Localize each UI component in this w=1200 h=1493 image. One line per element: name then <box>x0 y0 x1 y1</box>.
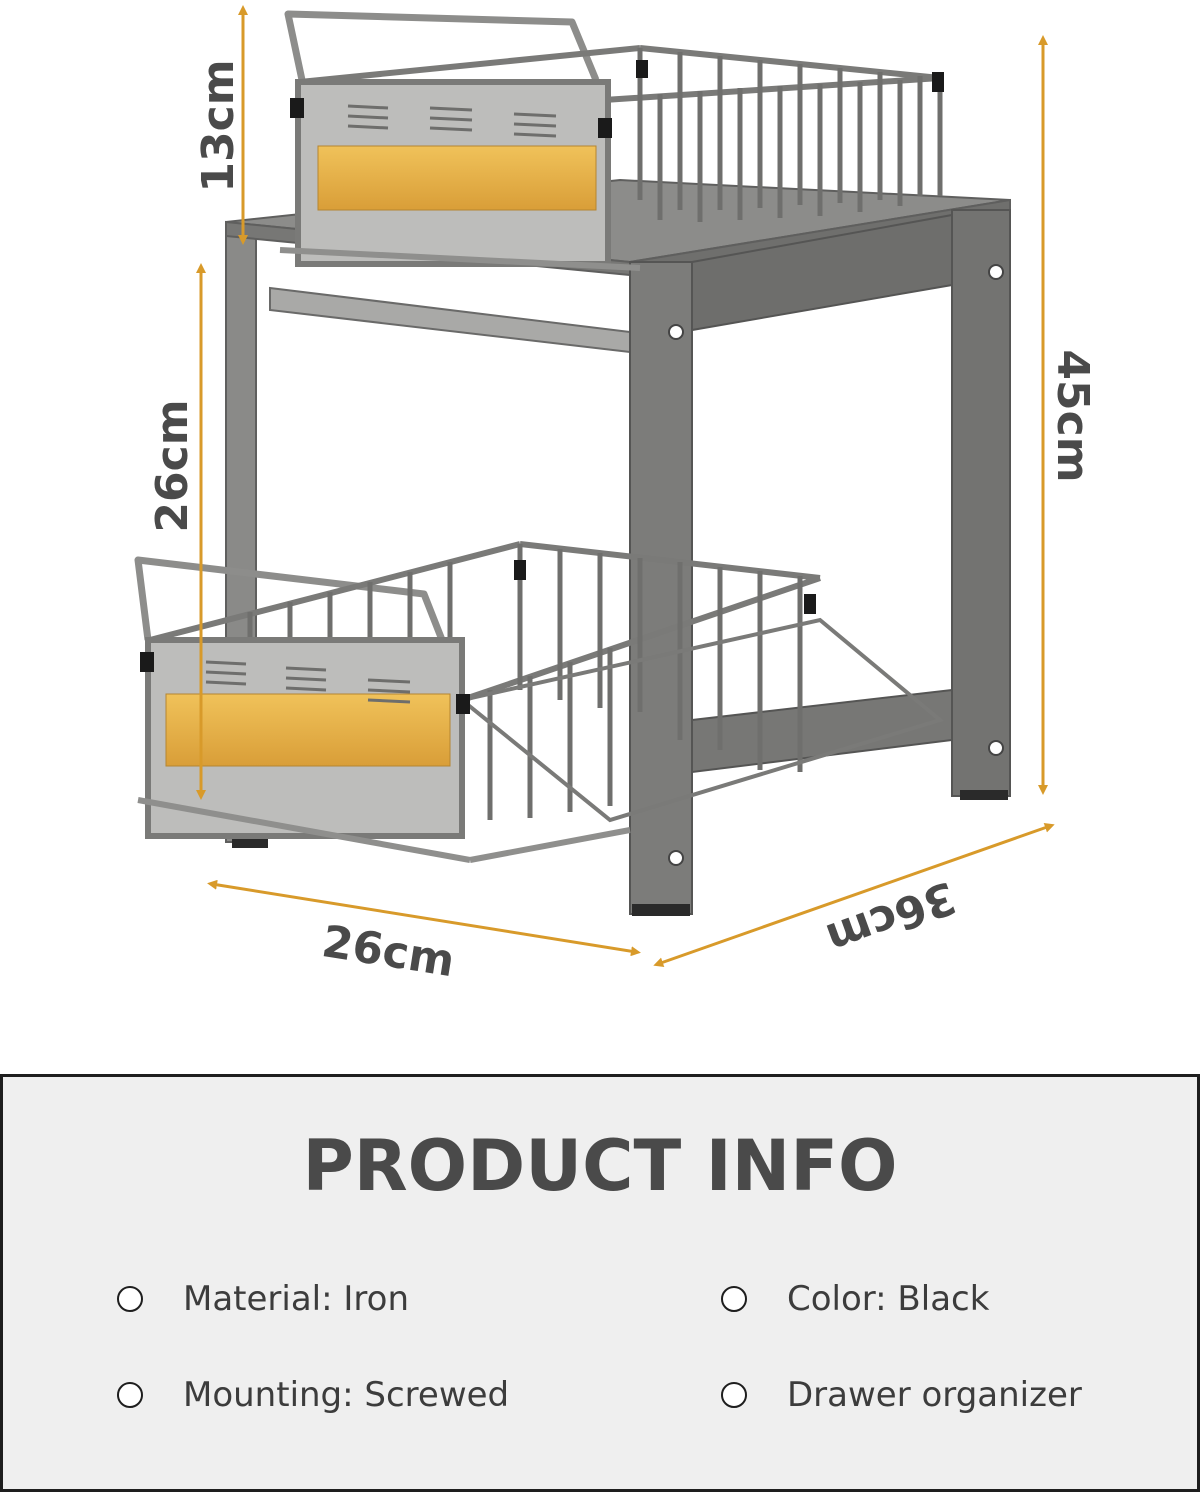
arrow-width <box>207 879 641 957</box>
top-basket <box>279 10 944 271</box>
info-item-label: Color: Black <box>787 1279 990 1319</box>
dimension-arrows <box>196 4 1055 968</box>
arrow-depth <box>653 822 1055 968</box>
product-info-panel: PRODUCT INFO Material: Iron Color: Black… <box>0 1074 1200 1492</box>
bottom-basket <box>134 541 945 863</box>
info-item-type: Drawer organizer <box>721 1375 1082 1415</box>
label-total-height: 45cm <box>1047 349 1098 482</box>
circle-bullet-icon <box>721 1286 747 1312</box>
info-item-color: Color: Black <box>721 1279 989 1319</box>
info-item-label: Drawer organizer <box>787 1375 1082 1415</box>
circle-bullet-icon <box>721 1382 747 1408</box>
circle-bullet-icon <box>117 1382 143 1408</box>
label-bottom-basket-height: 26cm <box>147 399 198 532</box>
circle-bullet-icon <box>117 1286 143 1312</box>
label-depth: 36cm <box>820 871 963 964</box>
info-item-mounting: Mounting: Screwed <box>117 1375 509 1415</box>
label-top-basket-height: 13cm <box>193 59 244 192</box>
product-info-title: PRODUCT INFO <box>302 1125 898 1207</box>
label-width: 26cm <box>319 916 459 987</box>
info-item-material: Material: Iron <box>117 1279 409 1319</box>
info-item-label: Material: Iron <box>183 1279 409 1319</box>
info-item-label: Mounting: Screwed <box>183 1375 510 1415</box>
product-illustration: 13cm 26cm 45cm 26cm 36cm <box>134 4 1098 987</box>
